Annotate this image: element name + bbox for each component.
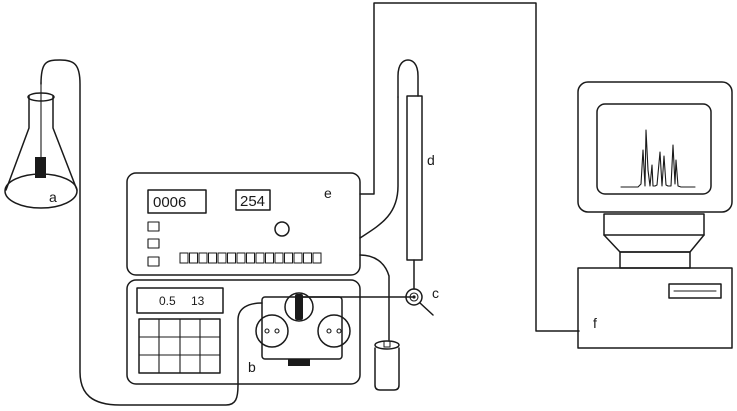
label-b: b <box>248 359 256 375</box>
detector-key <box>179 252 189 264</box>
detector-key <box>284 252 293 264</box>
pump-head-left <box>255 314 289 348</box>
pump-head-left-port <box>274 328 280 334</box>
detector-key <box>293 252 303 264</box>
waste-line <box>359 254 390 341</box>
column-connector <box>405 288 434 316</box>
pump-injector: 0.5 13 <box>126 279 361 385</box>
injection-valve <box>284 292 314 322</box>
detector-key <box>312 252 322 264</box>
detector-key <box>303 252 312 264</box>
hplc-column <box>397 59 423 290</box>
connector-center <box>412 295 416 299</box>
pump-head-right <box>317 314 351 348</box>
detector-button-1 <box>147 221 160 232</box>
label-f: f <box>593 315 597 331</box>
connector-inner <box>409 292 419 302</box>
detector-key <box>246 252 255 264</box>
detector-key <box>255 252 265 264</box>
detector-display-right-text: 254 <box>240 193 265 210</box>
chromatogram-trace <box>620 129 696 188</box>
injection-valve-handle <box>295 294 303 320</box>
detector-key-strip <box>179 252 322 264</box>
monitor-stand <box>603 234 705 253</box>
pump-head-right-port <box>336 328 342 334</box>
monitor-screen <box>596 103 712 195</box>
pump-display-right-text: 13 <box>191 294 205 308</box>
disk-drive <box>668 283 722 299</box>
detector-key <box>198 252 208 264</box>
detector-key <box>227 252 236 264</box>
pump-housing <box>126 279 361 385</box>
monitor-housing <box>577 81 733 213</box>
flask-right-wall <box>52 95 78 191</box>
waste-vial-mouth <box>374 340 400 350</box>
detector-key <box>217 252 227 264</box>
detector-key <box>189 252 198 264</box>
column-to-detector-line <box>359 96 399 239</box>
detector-display-right <box>235 189 271 211</box>
detector-knob <box>274 221 290 237</box>
detector-button-3 <box>147 256 160 267</box>
pump-head-left-port <box>264 328 270 334</box>
solvent-flask <box>4 81 78 209</box>
label-d: d <box>427 152 435 168</box>
connector-handle <box>419 302 434 316</box>
pump-head-right-port <box>326 328 332 334</box>
detector-display-left-text: 0006 <box>153 194 186 211</box>
label-a: a <box>49 189 57 205</box>
injector-block <box>288 359 310 366</box>
column-top-loop <box>397 59 419 98</box>
waste-vial-cap <box>383 340 391 348</box>
uv-detector: 0006 254 <box>126 172 361 276</box>
pump-display <box>136 287 224 314</box>
label-e: e <box>324 185 332 201</box>
detector-key <box>265 252 274 264</box>
solvent-filter <box>35 157 46 178</box>
computer-case <box>577 267 733 349</box>
detector-key <box>274 252 284 264</box>
detector-display-left <box>147 189 207 214</box>
solvent-line <box>40 59 263 406</box>
flask-base <box>4 173 78 209</box>
monitor-foot <box>619 251 691 269</box>
waste-vial-body <box>374 347 400 391</box>
column-body <box>406 95 423 261</box>
signal-cable <box>359 2 580 332</box>
detector-housing <box>126 172 361 276</box>
flask-left-wall <box>5 95 30 191</box>
waste-vial <box>374 340 400 391</box>
detector-key <box>236 252 246 264</box>
detector-button-2 <box>147 238 160 249</box>
computer <box>577 81 733 349</box>
pump-display-left-text: 0.5 <box>159 294 176 308</box>
detector-key <box>208 252 217 264</box>
monitor-base-neck <box>603 213 705 236</box>
label-c: c <box>432 285 439 301</box>
